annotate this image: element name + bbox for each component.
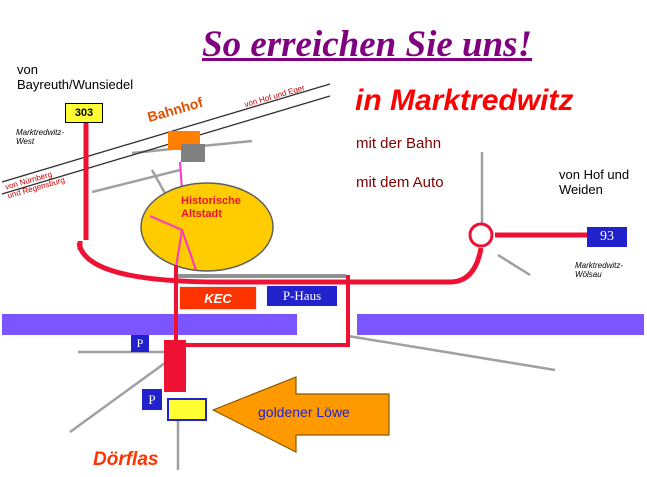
district-label: Dörflas — [93, 449, 159, 470]
page-title: So erreichen Sie uns! — [202, 24, 532, 65]
kec-label: KEC — [179, 286, 257, 310]
exit-west-label: Marktredwitz- West — [16, 128, 65, 147]
station-platform — [181, 144, 205, 162]
hotel-marker — [167, 398, 207, 421]
origin-hof-weiden: von Hof und Weiden — [559, 167, 630, 197]
mode-train: mit der Bahn — [356, 135, 442, 152]
old-town-area — [140, 182, 274, 272]
p-haus-label: P-Haus — [267, 286, 337, 306]
old-town-path-south — [181, 229, 197, 271]
parking-sign-lower: P — [142, 389, 162, 410]
mode-car: mit dem Auto — [356, 174, 444, 191]
parking-sign-upper: P — [131, 335, 149, 352]
parking-lot-road — [164, 340, 186, 392]
railway-line-upper — [1, 83, 331, 183]
river-east — [357, 314, 644, 335]
exit-woelsau-label: Marktredwitz- Wölsau — [575, 261, 624, 280]
river-west — [2, 314, 297, 335]
railway-line-lower — [1, 95, 331, 195]
road-303-sign: 303 — [65, 103, 103, 123]
hotel-label: goldener Löwe — [258, 404, 350, 420]
hotel-arrow — [211, 376, 390, 453]
bypass-road — [76, 242, 484, 285]
origin-bayreuth: von Bayreuth/Wunsiedel — [17, 62, 134, 92]
side-streets — [69, 139, 556, 470]
roundabout — [468, 222, 494, 248]
road-93-sign: 93 — [587, 227, 627, 247]
old-town-label: Historische Altstadt — [181, 195, 241, 220]
page-subtitle: in Marktredwitz — [355, 84, 574, 117]
